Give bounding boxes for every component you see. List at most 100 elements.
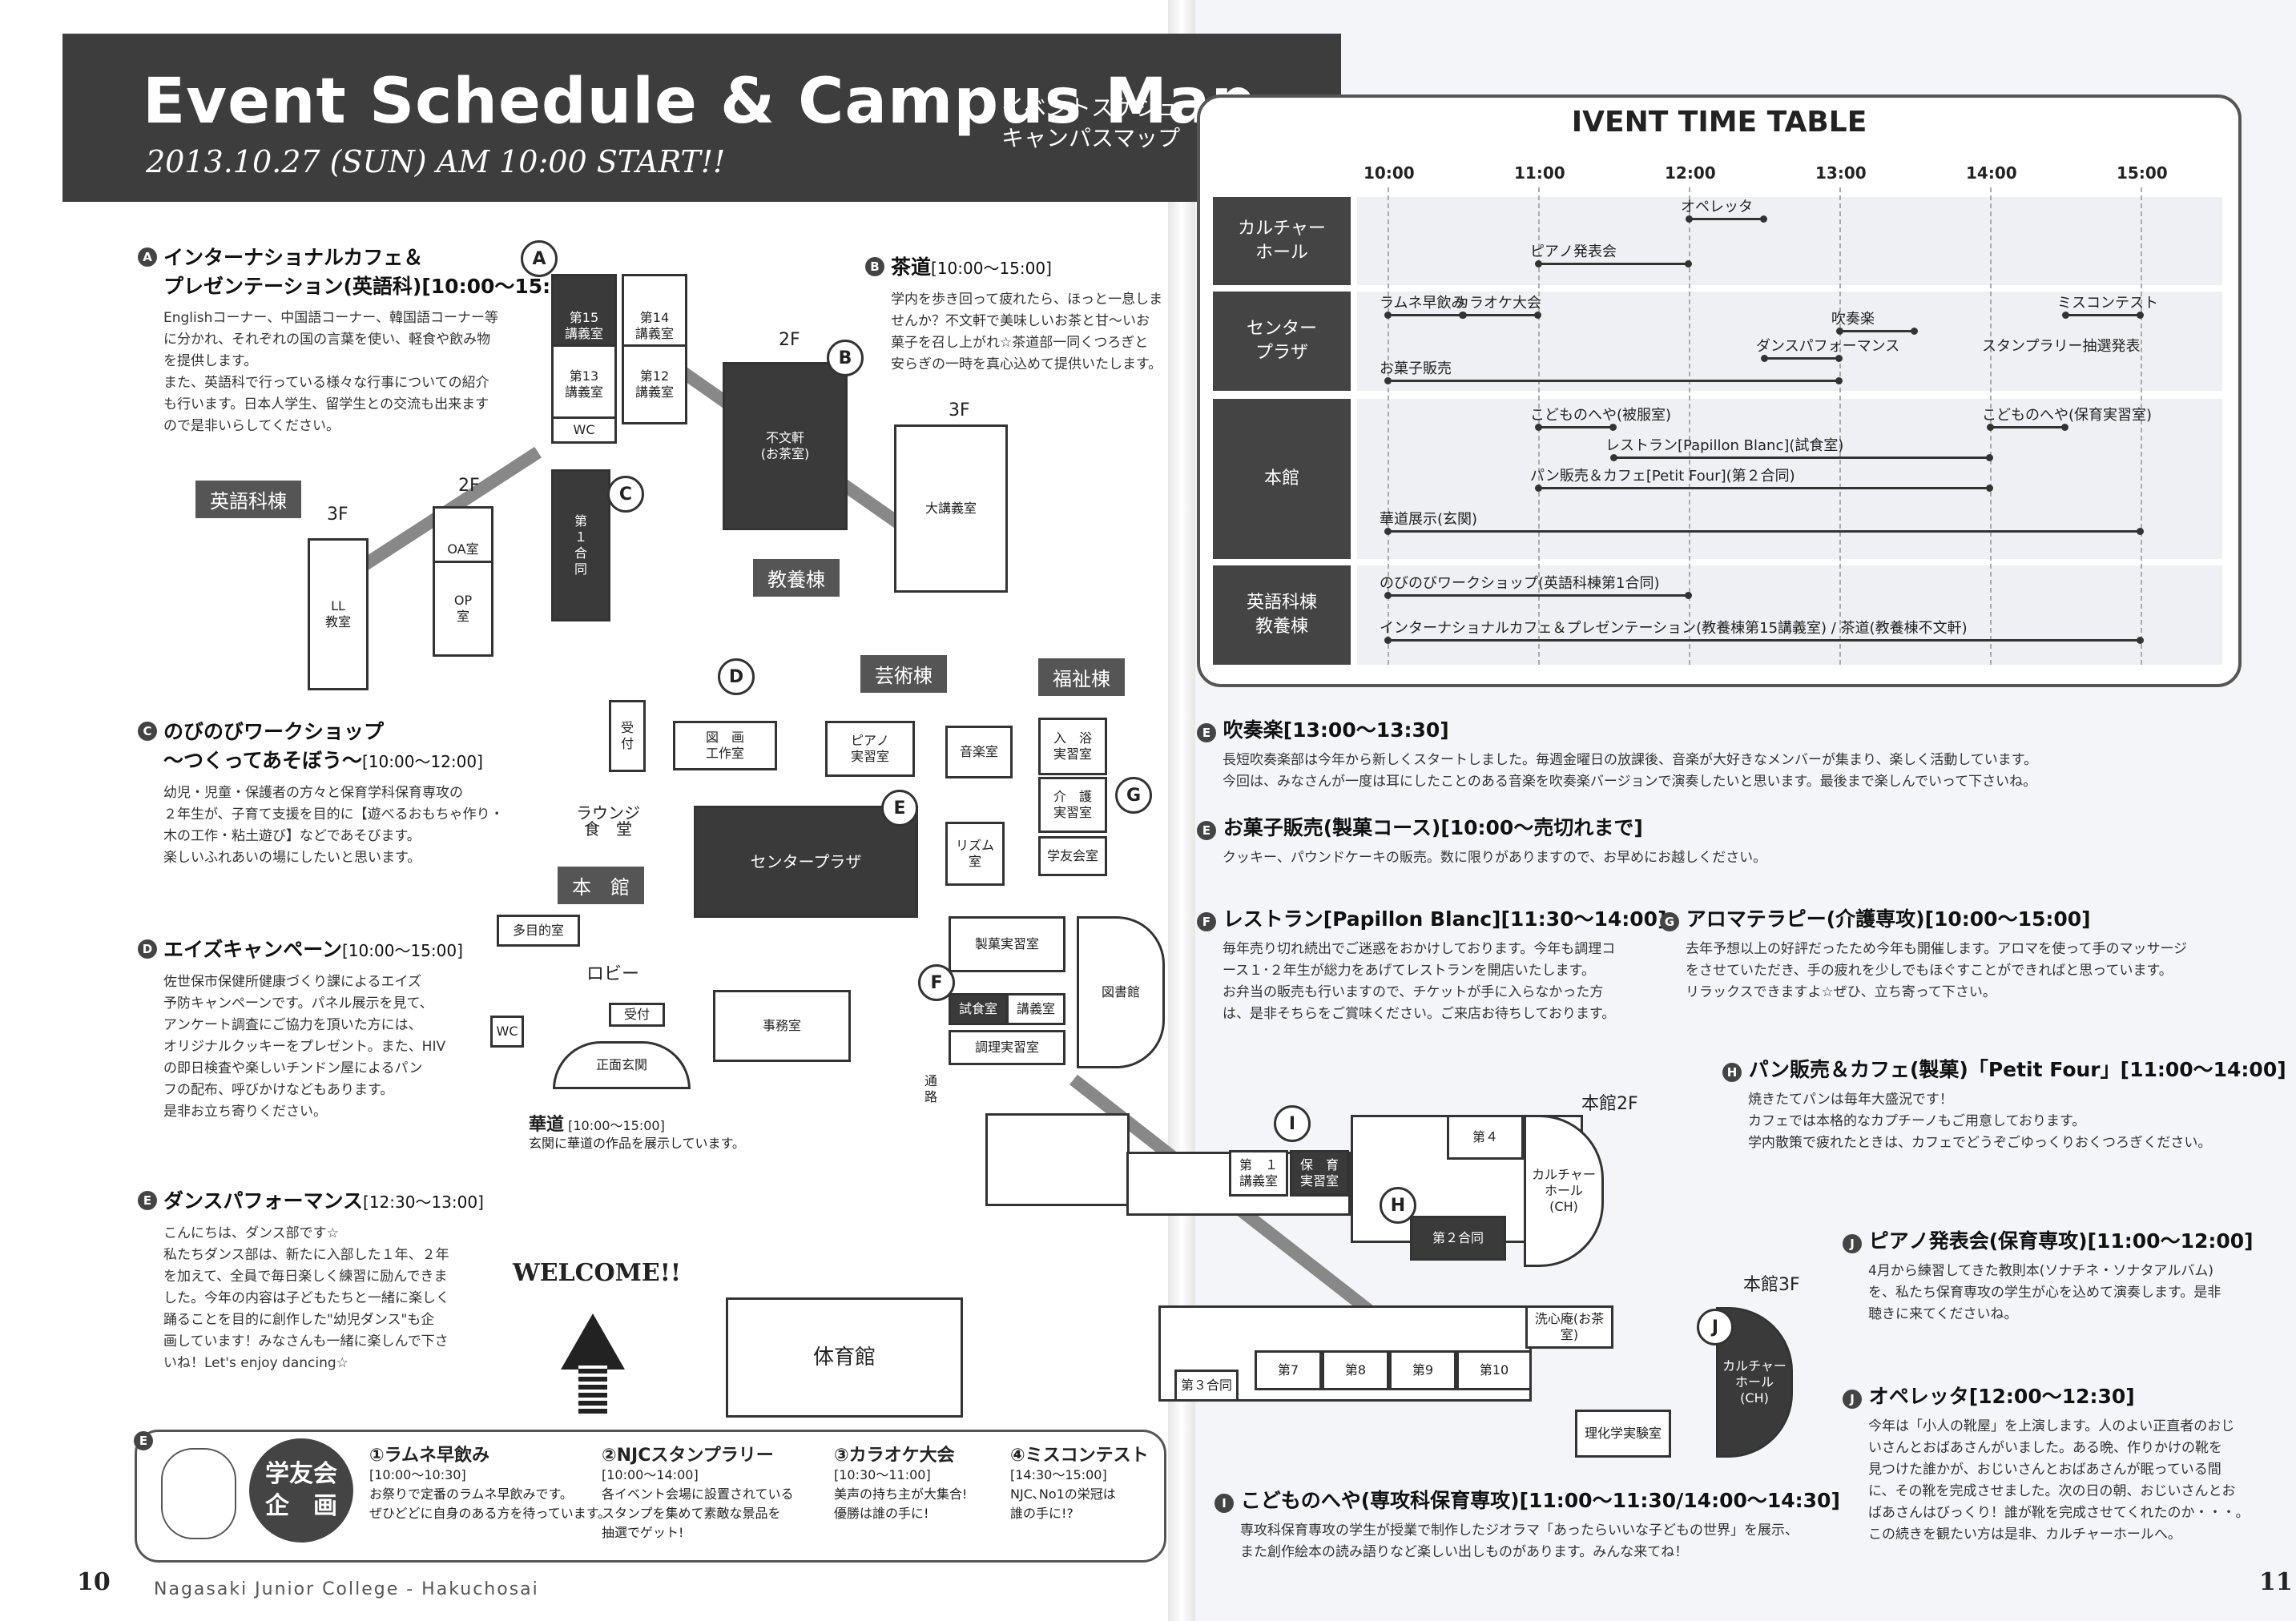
bottom-event-3: ③カラオケ大会 [10:30〜11:00] 美声の持ち主が大集合! 優勝は誰の手… bbox=[834, 1446, 968, 1522]
room-tamokuteki: 多目的室 bbox=[497, 915, 580, 947]
timetable-event-label: 華道展示(玄関) bbox=[1380, 511, 1478, 528]
welcome-label: WELCOME!! bbox=[513, 1259, 682, 1287]
section-i: I こどものへや(専攻科保育専攻)[11:00〜11:30/14:00〜14:3… bbox=[1214, 1486, 1840, 1563]
timetable-category: センター プラザ bbox=[1213, 292, 1351, 391]
event-timetable: IVENT TIME TABLE カルチャー ホールセンター プラザ本館英語科棟… bbox=[1197, 95, 2242, 687]
section-g: G アロマテラピー(介護専攻)[10:00〜15:00] 去年予想以上の好評だっ… bbox=[1660, 905, 2221, 1004]
room-dai1kogi: 第 １ 講義室 bbox=[1229, 1150, 1288, 1197]
timetable-bar bbox=[1384, 312, 1466, 319]
timetable-bar bbox=[1535, 424, 1617, 431]
timetable-event-label: ダンスパフォーマンス bbox=[1756, 338, 1900, 355]
room-wc-main: WC bbox=[490, 1016, 524, 1048]
room-dai9: 第9 bbox=[1389, 1350, 1456, 1390]
marker-j: J bbox=[1697, 1309, 1734, 1345]
timetable-event-label: レストラン[Papillon Blanc](試食室) bbox=[1605, 437, 1844, 454]
timetable-event-label: こどものへや(保育実習室) bbox=[1982, 407, 2153, 424]
gakuyukai-logo: 学友会 企 画 bbox=[249, 1438, 353, 1543]
bottom-event-2: ②NJCスタンプラリー [10:00〜14:00] 各イベント会場に設置されてい… bbox=[602, 1446, 794, 1541]
room-wc: WC bbox=[551, 416, 617, 444]
timetable-gridline bbox=[1689, 187, 1690, 665]
entrance-arrow-stem bbox=[578, 1366, 607, 1414]
timetable-event-label: カラオケ大会 bbox=[1455, 295, 1541, 312]
entrance-arrow-icon bbox=[561, 1313, 625, 1370]
section-e1: E 吹奏楽[13:00〜13:30] 長短吹奏楽部は今年から新しくスタートしまし… bbox=[1197, 716, 2238, 793]
timetable-hour: 12:00 bbox=[1665, 163, 1716, 183]
room-center-plaza: センタープラザ bbox=[694, 806, 918, 918]
marker-h: H bbox=[1380, 1187, 1416, 1224]
timetable-event-label: オペレッタ bbox=[1681, 199, 1753, 215]
gakuyukai-badge: E bbox=[134, 1431, 153, 1450]
timetable-row bbox=[1357, 197, 2222, 285]
room-seika: 製菓実習室 bbox=[949, 916, 1065, 972]
timetable-bar bbox=[1384, 377, 1843, 384]
section-e: E ダンスパフォーマンス[12:30〜13:00] こんにちは、ダンス部です☆ … bbox=[138, 1187, 484, 1374]
section-j1: J ピアノ発表会(保育専攻)[11:00〜12:00] 4月から練習してきた教則… bbox=[1843, 1227, 2259, 1325]
room-senshin: 洗心庵(お茶室) bbox=[1525, 1305, 1613, 1349]
marker-d: D bbox=[718, 658, 755, 695]
section-a-body: Englishコーナー、中国語コーナー、韓国語コーナー等 に分かれ、それぞれの国… bbox=[163, 310, 499, 434]
building-label-fukushi: 福祉棟 bbox=[1038, 658, 1125, 696]
timetable-hour: 15:00 bbox=[2117, 163, 2168, 183]
timetable-title: IVENT TIME TABLE bbox=[1571, 106, 1867, 139]
timetable-event-label: のびのびワークショップ(英語科棟第1合同) bbox=[1380, 575, 1660, 592]
floor-label: 本館3F bbox=[1743, 1275, 1800, 1295]
section-j2: J オペレッタ[12:00〜12:30] 今年は「小人の靴屋」を上演します。人の… bbox=[1843, 1382, 2259, 1546]
timetable-event-label: パン販売＆カフェ[Petit Four](第２合同) bbox=[1530, 468, 1795, 485]
section-d: D エイズキャンペーン[10:00〜15:00] 佐世保市保健所健康づくり課によ… bbox=[138, 935, 474, 1123]
timetable-bar bbox=[1535, 485, 1993, 492]
room-13: 第13 講義室 bbox=[551, 344, 617, 424]
marker-i: I bbox=[1274, 1105, 1311, 1142]
timetable-event-label: お菓子販売 bbox=[1380, 360, 1452, 377]
footer-text: Nagasaki Junior College - Hakuchosai bbox=[154, 1579, 539, 1599]
room-dai4: 第４ bbox=[1447, 1115, 1524, 1160]
floor-label: 3F bbox=[949, 400, 970, 420]
timetable-gridline bbox=[1388, 187, 1389, 665]
section-b-body: 学内を歩き回って疲れたら、ほっと一息しま せんか？不文軒で美味しいお茶と甘〜いお… bbox=[891, 292, 1163, 372]
header-jp-subtitle: イベントスケジュール キャンパスマップ bbox=[1001, 95, 1225, 151]
badge-a: A bbox=[138, 247, 157, 267]
timetable-gridline bbox=[1839, 187, 1841, 665]
floor-label: 3F bbox=[327, 505, 348, 525]
room-hoiku: 保 育 実習室 bbox=[1290, 1150, 1349, 1197]
room-12: 第12 講義室 bbox=[622, 344, 687, 424]
timetable-hour: 13:00 bbox=[1815, 163, 1867, 183]
timetable-bar bbox=[1610, 454, 1993, 461]
section-a: A インターナショナルカフェ＆プレゼンテーション(英語科)[10:00〜15:0… bbox=[138, 243, 587, 437]
header-banner: Event Schedule & Campus Map 2013.10.27 (… bbox=[62, 34, 1341, 202]
kado-note: 華道 [10:00〜15:00] 玄関に華道の作品を展示しています。 bbox=[529, 1115, 745, 1152]
room-ongaku: 音楽室 bbox=[945, 726, 1013, 778]
timetable-bar bbox=[1686, 215, 1767, 223]
room-dai8: 第8 bbox=[1322, 1350, 1389, 1390]
marker-a: A bbox=[521, 240, 558, 277]
timetable-bar bbox=[1836, 328, 1918, 335]
room-daikogi: 大講義室 bbox=[894, 424, 1008, 593]
timetable-event-label: ミスコンテスト bbox=[2057, 295, 2158, 312]
floor-label: 2F bbox=[779, 330, 800, 350]
timetable-bar bbox=[1460, 312, 1541, 319]
room-dai1gou: 第 １ 合 同 bbox=[551, 469, 610, 621]
floor-label: 本館2F bbox=[1581, 1094, 1638, 1114]
timetable-hour: 10:00 bbox=[1364, 163, 1415, 183]
timetable-hour: 14:00 bbox=[1966, 163, 2017, 183]
building-label-honkan: 本 館 bbox=[558, 867, 644, 904]
timetable-bar bbox=[1384, 637, 2144, 644]
page-number-right: 11 bbox=[2259, 1568, 2293, 1596]
room-fubunken: 不文軒 (お茶室) bbox=[723, 362, 848, 530]
section-e2: E お菓子販売(製菓コース)[10:00〜売切れまで] クッキー、パウンドケーキ… bbox=[1197, 814, 2238, 869]
room-tsuro: 通 路 bbox=[924, 1073, 937, 1104]
room-dai10: 第10 bbox=[1456, 1350, 1532, 1390]
timetable-event-label: 吹奏楽 bbox=[1831, 311, 1875, 328]
room-shishoku: 試食室 bbox=[949, 993, 1008, 1025]
room-op: OP 室 bbox=[433, 561, 493, 657]
marker-f: F bbox=[918, 964, 955, 1001]
room-rizumu: リズム 室 bbox=[945, 822, 1005, 886]
section-c: C のびのびワークショップ〜つくってあそぼう〜[10:00〜12:00] 幼児・… bbox=[138, 718, 538, 869]
section-h: H パン販売＆カフェ(製菓)「Petit Four」[11:00〜14:00] … bbox=[1722, 1056, 2286, 1154]
bottom-event-4: ④ミスコンテスト [14:30〜15:00] NJC､No1の栄冠は 誰の手に!… bbox=[1010, 1446, 1149, 1522]
room-gakuyu: 学友会室 bbox=[1038, 836, 1107, 876]
section-e-body: こんにちは、ダンス部です☆ 私たちダンス部は、新たに入部した１年、２年 を加えて… bbox=[163, 1225, 449, 1371]
room-dai3gou: 第３合同 bbox=[1174, 1370, 1239, 1402]
timetable-gridline bbox=[2141, 187, 2142, 665]
timetable-row bbox=[1357, 565, 2222, 665]
room-shomen: 正面玄関 bbox=[553, 1041, 691, 1089]
